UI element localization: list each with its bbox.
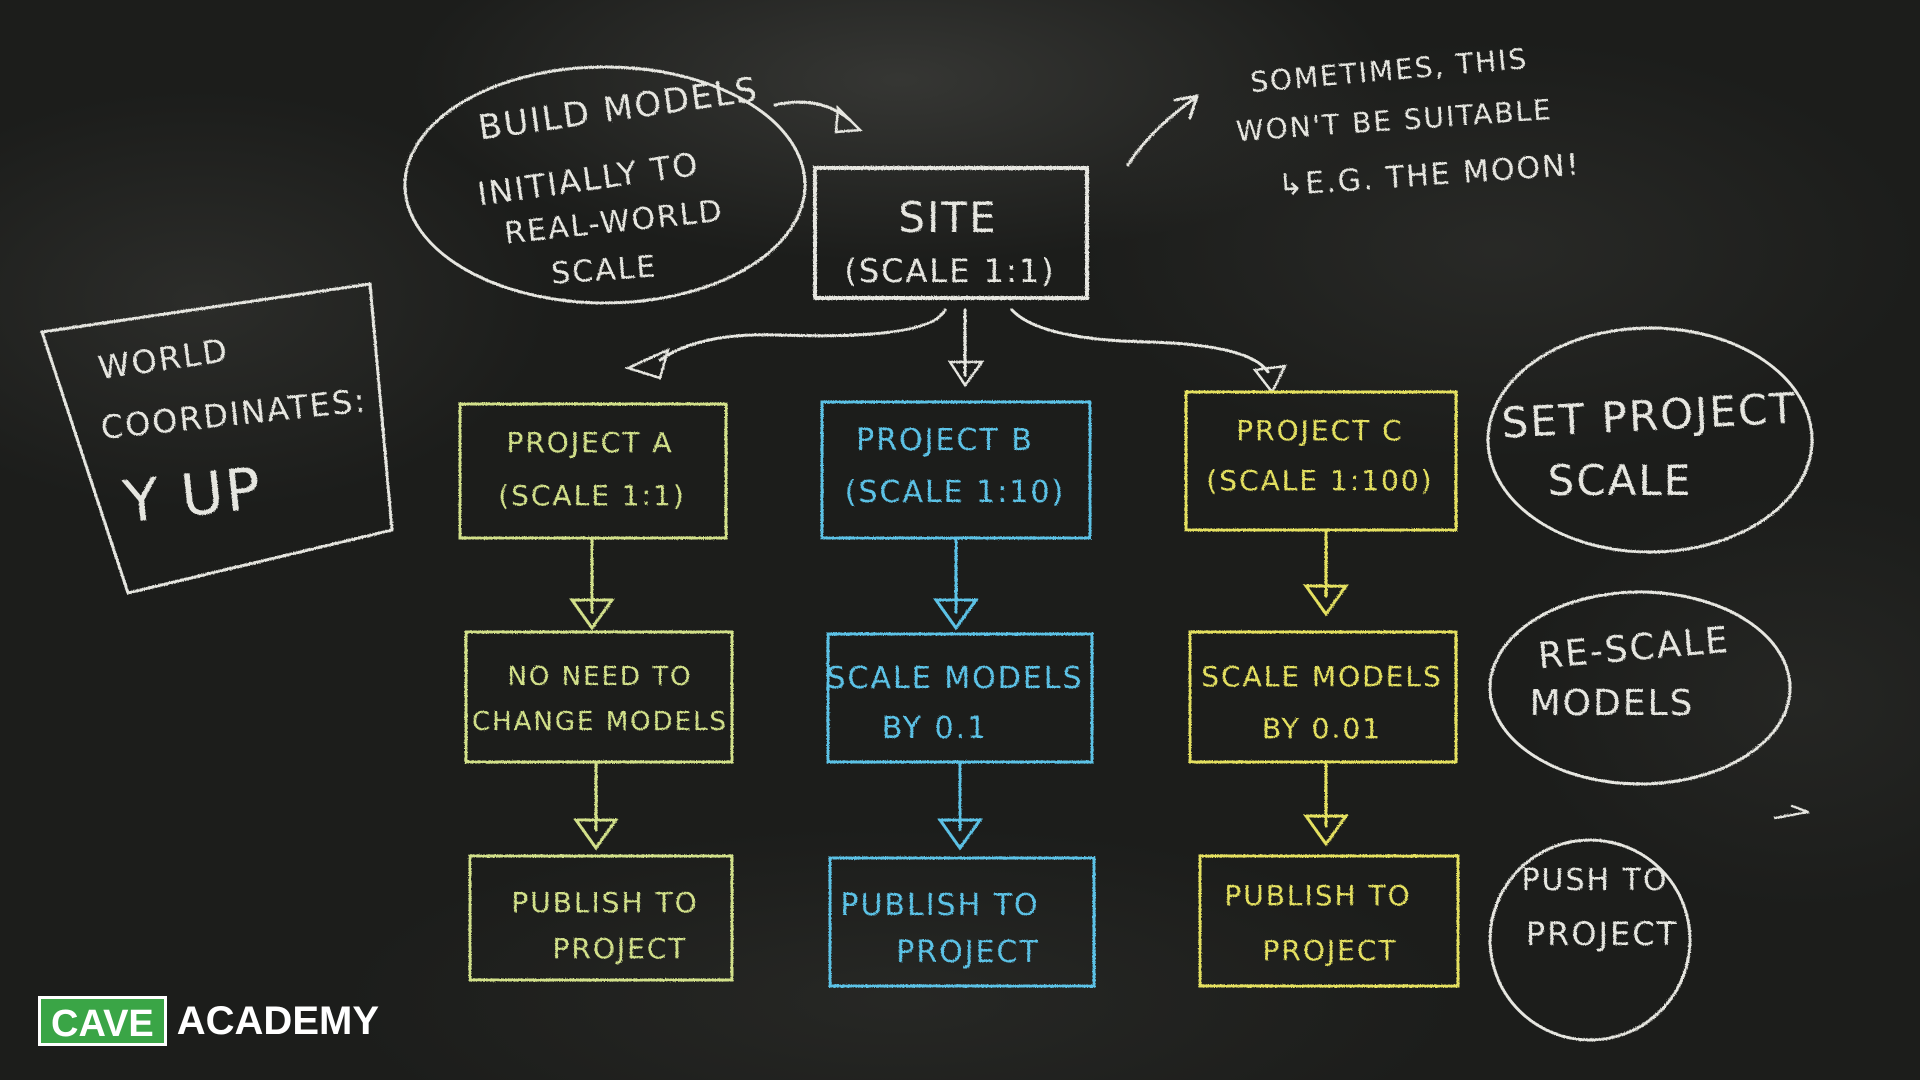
- sometimes-line-3: ↳E.G. THE MOON!: [1277, 148, 1582, 204]
- publish-a-line-1: PUBLISH TO: [511, 886, 698, 919]
- step-b-arrow: [937, 760, 983, 851]
- push-line-1: PUSH TO: [1521, 863, 1668, 898]
- set-scale-line-2: SCALE: [1548, 456, 1693, 505]
- project-a-arrow: [569, 538, 615, 631]
- brand-name: ACADEMY: [176, 998, 379, 1043]
- publish-c-line-2: PROJECT: [1263, 934, 1398, 967]
- project-b-title: PROJECT B: [856, 423, 1034, 458]
- project-b-arrow: [933, 538, 979, 631]
- cave-academy-logo: CAVE ACADEMY: [38, 996, 379, 1046]
- publish-a-box: [468, 854, 734, 982]
- step-b-line-1: SCALE MODELS: [826, 661, 1083, 696]
- project-a-scale: (SCALE 1:1): [498, 479, 686, 512]
- set-scale-line-1: SET PROJECT: [1500, 383, 1798, 447]
- project-c-box: [1184, 390, 1458, 532]
- project-c-arrow: [1303, 528, 1349, 617]
- rescale-line-2: MODELS: [1530, 683, 1695, 724]
- step-c-line-1: SCALE MODELS: [1201, 660, 1443, 693]
- world-coords-line-2: COORDINATES:: [99, 381, 369, 447]
- project-b-scale: (SCALE 1:10): [845, 475, 1066, 510]
- project-a-box: [458, 402, 728, 540]
- step-c-arrow: [1303, 760, 1349, 847]
- build-models-line-1: BUILD MODELS: [476, 70, 761, 149]
- brand-mark: CAVE: [38, 996, 167, 1046]
- set-scale-ellipse: [1486, 326, 1814, 554]
- step-c-line-2: BY 0.01: [1262, 712, 1382, 745]
- publish-a-line-2: PROJECT: [553, 932, 688, 965]
- build-models-ellipse: [403, 65, 807, 305]
- site-title: SITE: [898, 193, 997, 242]
- build-models-line-4: SCALE: [550, 249, 658, 291]
- step-b-line-2: BY 0.1: [882, 711, 989, 746]
- sometimes-line-1: SOMETIMES, THIS: [1249, 42, 1529, 99]
- stray-arrow-mark: [1773, 804, 1810, 820]
- step-a-line-2: CHANGE MODELS: [472, 707, 728, 737]
- sometimes-line-2: WON'T BE SUITABLE: [1235, 93, 1554, 148]
- sometimes-arrow: [1126, 94, 1200, 167]
- push-line-2: PROJECT: [1526, 915, 1678, 953]
- publish-b-box: [828, 856, 1096, 988]
- push-ellipse: [1488, 838, 1692, 1042]
- rescale-ellipse: [1488, 590, 1792, 786]
- step-a-line-1: NO NEED TO: [507, 662, 692, 692]
- branch-arrowhead-b: [947, 360, 985, 388]
- publish-b-line-2: PROJECT: [896, 935, 1040, 970]
- world-coords-line-3: Y UP: [119, 454, 266, 536]
- rescale-line-1: RE-SCALE: [1536, 620, 1731, 678]
- branch-arrowhead-c: [1252, 364, 1288, 395]
- note-to-site-arrowhead: [834, 105, 863, 134]
- branch-arrow-c: [1010, 308, 1270, 374]
- project-b-box: [820, 400, 1092, 540]
- site-scale: (SCALE 1:1): [844, 252, 1055, 290]
- world-coords-line-1: WORLD: [96, 331, 232, 387]
- branch-arrowhead-a: [624, 347, 670, 380]
- publish-b-line-1: PUBLISH TO: [840, 888, 1039, 923]
- step-a-box: [464, 630, 734, 764]
- step-c-box: [1188, 630, 1458, 764]
- project-c-title: PROJECT C: [1236, 414, 1403, 447]
- project-c-scale: (SCALE 1:100): [1206, 464, 1433, 497]
- world-coords-box: [40, 282, 394, 595]
- branch-arrow-a: [658, 308, 947, 362]
- publish-c-box: [1198, 854, 1460, 988]
- publish-c-line-1: PUBLISH TO: [1224, 879, 1411, 912]
- site-box: [813, 166, 1089, 300]
- project-a-title: PROJECT A: [506, 426, 673, 459]
- step-a-arrow: [573, 760, 619, 851]
